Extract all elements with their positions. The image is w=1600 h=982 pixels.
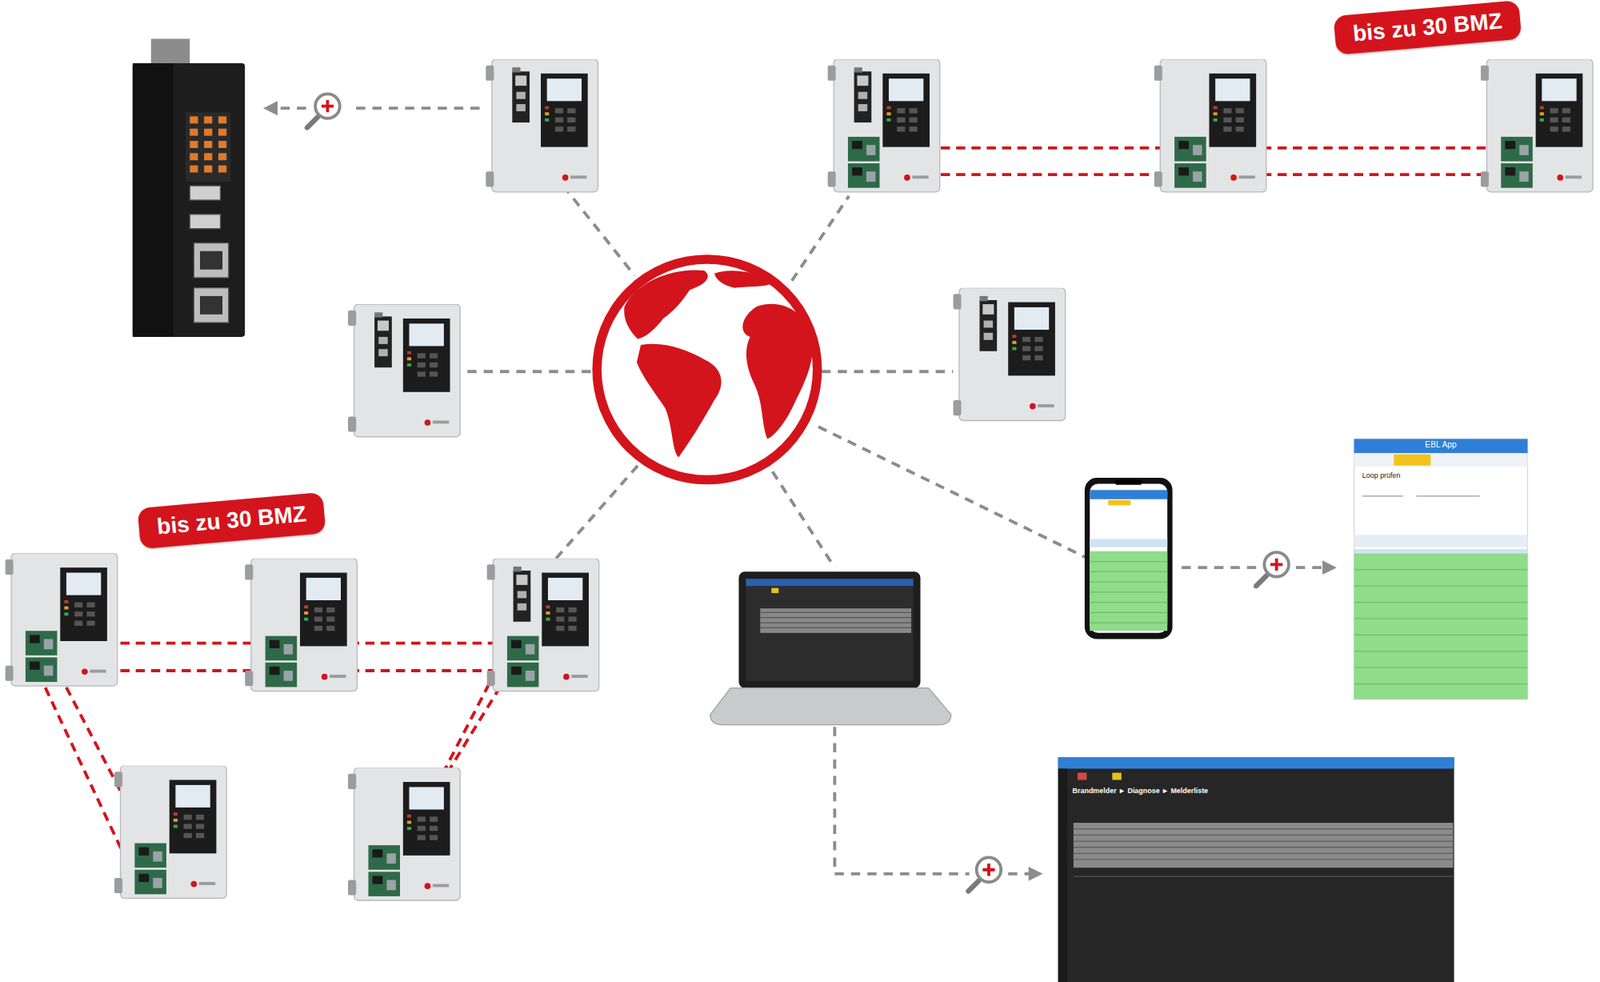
magnifier-icon — [1256, 552, 1289, 586]
zoom-line — [1296, 565, 1323, 569]
zoom-line — [275, 106, 306, 110]
arrow-head — [1028, 866, 1044, 881]
fire-panel — [1154, 59, 1267, 192]
continent — [742, 304, 812, 440]
device-body — [132, 63, 245, 337]
phone-table — [1089, 551, 1168, 631]
fire-panel — [348, 304, 460, 437]
terminal-block — [185, 112, 231, 182]
link-line — [467, 369, 594, 373]
screen-text: Loop prüfen — [1362, 470, 1465, 480]
app-frame — [1354, 438, 1528, 699]
screen-title: Brandmelder ► Diagnose ► Melderliste — [1072, 785, 1380, 796]
ethernet-port — [193, 243, 228, 278]
globe — [596, 259, 818, 480]
link-line — [556, 464, 639, 558]
link-line — [772, 471, 836, 568]
fire-panel — [114, 765, 227, 899]
zoom-line — [1008, 872, 1031, 876]
fire-panel — [952, 288, 1065, 421]
link-line — [792, 196, 849, 281]
app-header — [1354, 438, 1528, 453]
terminals — [189, 116, 227, 172]
controller-device — [132, 38, 245, 336]
web-header — [1058, 756, 1455, 768]
circuit-boards — [1500, 136, 1533, 188]
controller-module — [374, 312, 392, 368]
laptop — [710, 571, 952, 724]
laptop-screen — [745, 578, 913, 681]
continent — [636, 344, 722, 458]
link-line — [563, 185, 635, 276]
badge-label: bis zu 30 BMZ — [156, 500, 308, 540]
laptop-base — [710, 688, 952, 725]
device-side — [132, 63, 174, 337]
link-line — [821, 369, 954, 373]
fire-panel — [348, 767, 460, 900]
arrow-head — [263, 100, 278, 116]
fire-panel — [4, 552, 117, 686]
fire-panel — [486, 558, 599, 692]
count-badge: bis zu 30 BMZ — [137, 492, 327, 549]
smartphone — [1084, 477, 1173, 640]
arrow-head — [1322, 560, 1337, 575]
ethernet-port — [193, 288, 228, 323]
zoom-line — [834, 726, 969, 874]
screen-table — [760, 608, 912, 633]
circuit-boards — [507, 636, 540, 688]
circuit-boards — [848, 136, 880, 188]
app-tabs — [1354, 452, 1528, 467]
circuit-boards — [265, 636, 298, 688]
web-sidebar — [1058, 768, 1068, 982]
controller-module — [854, 67, 872, 123]
globe-ring — [596, 259, 818, 480]
continent — [624, 269, 708, 339]
phone-body — [1084, 477, 1173, 640]
app-table — [1354, 552, 1528, 699]
controller-module — [512, 67, 530, 123]
link-line — [818, 426, 1086, 557]
circuit-boards — [368, 844, 400, 896]
ethernet-socket — [200, 296, 223, 315]
magnifier-icon — [968, 856, 1001, 891]
web-screenshot-box: Brandmelder ► Diagnose ► Melderliste — [1058, 756, 1455, 982]
fire-panel — [827, 59, 940, 192]
laptop-lid — [738, 571, 920, 688]
ethernet-socket — [200, 251, 223, 270]
phone-screen — [1089, 484, 1168, 633]
usb-port — [189, 185, 220, 200]
web-screenshot — [1058, 756, 1455, 982]
magnifier-icon — [307, 93, 340, 128]
usb-port — [189, 214, 220, 229]
zoom-line — [348, 106, 480, 110]
controller-module — [513, 566, 532, 622]
fire-panel — [485, 59, 598, 192]
controller-module — [979, 296, 997, 352]
app-screenshot-box: EBL AppLoop prüfen — [1354, 438, 1528, 699]
count-badge: bis zu 30 BMZ — [1333, 0, 1522, 56]
table-lines — [1073, 828, 1453, 860]
badge-label: bis zu 30 BMZ — [1352, 8, 1504, 48]
app-screenshot — [1354, 438, 1528, 699]
screen-bar — [745, 578, 913, 586]
circuit-boards — [134, 843, 167, 895]
fire-panel — [1480, 59, 1593, 192]
app-tab-active — [1393, 454, 1431, 466]
rail-clip — [151, 38, 190, 68]
fire-panel — [244, 558, 357, 692]
app-row — [1354, 534, 1528, 547]
zoom-line — [1181, 565, 1257, 569]
continent — [714, 270, 776, 288]
screen-title: EBL App — [1354, 440, 1528, 451]
circuit-boards — [25, 630, 58, 682]
table-lines — [1354, 569, 1528, 684]
web-table — [1073, 822, 1453, 868]
circuit-boards — [1174, 136, 1207, 188]
web-frame — [1058, 756, 1455, 982]
